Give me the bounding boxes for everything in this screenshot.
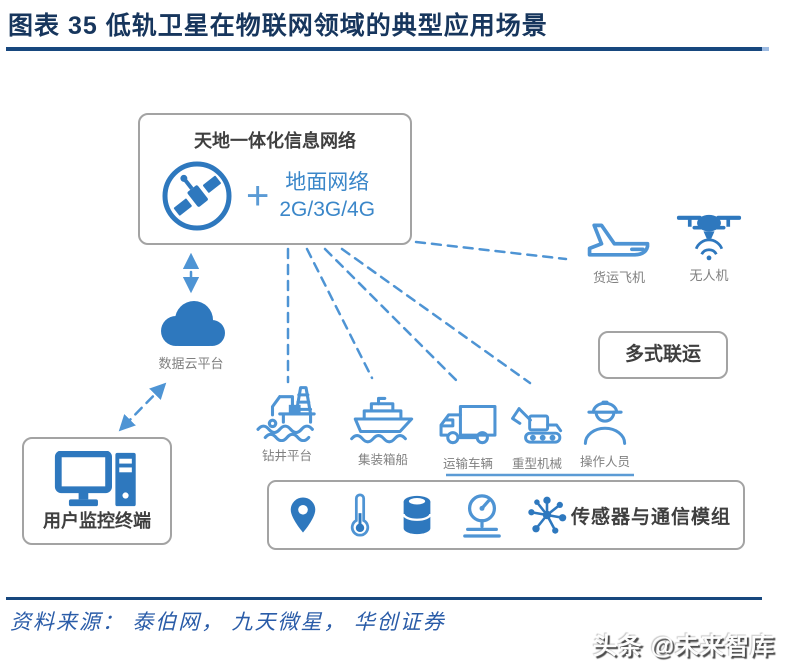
sensor-box-label: 传感器与通信模组 — [571, 506, 732, 528]
asset-label: 集装箱船 — [357, 453, 408, 467]
computer-icon — [24, 451, 170, 511]
asset-label: 运输车辆 — [442, 457, 493, 471]
worker-icon — [570, 390, 640, 448]
asset-label: 操作人员 — [579, 455, 630, 469]
location-pin-icon — [289, 495, 317, 535]
satellite-icon — [160, 159, 234, 233]
asset-label: 重型机械 — [511, 457, 562, 471]
oil-barrel-icon — [399, 494, 435, 536]
asset-operator: 操作人员 — [570, 390, 640, 470]
asset-transport-vehicle: 运输车辆 — [433, 392, 503, 472]
source-note: 资料来源： 泰伯网， 九天微星， 华创证券 — [10, 610, 446, 634]
pressure-gauge-icon — [461, 492, 503, 538]
ship-icon — [348, 388, 418, 446]
figure-title: 图表 35 低轨卫星在物联网领域的典型应用场景 — [8, 12, 548, 40]
excavator-icon — [502, 392, 572, 450]
ground-network-line2: 2G/3G/4G — [279, 198, 376, 221]
oil-rig-icon — [252, 384, 322, 442]
asset-container-ship: 集装箱船 — [348, 388, 418, 468]
line-network-excavator — [340, 247, 532, 385]
asset-heavy-machinery: 重型机械 — [502, 392, 572, 472]
watermark-text: 头条 @未来智库 — [592, 633, 775, 660]
cargo-plane-label: 货运飞机 — [592, 270, 645, 285]
asset-drilling-platform: 钻井平台 — [252, 384, 322, 464]
network-box-title: 天地一体化信息网络 — [194, 131, 356, 151]
multimodal-box: 多式联运 — [598, 331, 728, 379]
ground-network-line1: 地面网络 — [285, 171, 370, 194]
sensor-module-box: 传感器与通信模组 — [267, 480, 745, 550]
arrow-cloud-user — [118, 382, 167, 432]
plus-sign: + — [246, 174, 270, 218]
cloud-icon — [153, 298, 229, 346]
footer-divider — [6, 597, 762, 600]
line-network-ship — [305, 247, 374, 380]
plane-icon — [581, 218, 657, 257]
title-divider — [6, 47, 769, 51]
sensor-network-icon — [525, 493, 569, 537]
asset-label: 钻井平台 — [261, 449, 312, 463]
line-network-truck — [323, 247, 458, 382]
integrated-network-box: 天地一体化信息网络 + 地面网络 2G/3G/4G — [138, 113, 412, 245]
cargo-plane-node: 货运飞机 — [580, 218, 658, 286]
user-terminal-label: 用户监控终端 — [43, 511, 151, 531]
drone-node: 无人机 — [675, 208, 743, 284]
multimodal-label: 多式联运 — [624, 344, 701, 365]
data-cloud-node: 数据云平台 — [152, 298, 230, 372]
line-network-aircraft — [414, 240, 568, 261]
drone-icon — [676, 208, 742, 261]
cloud-label: 数据云平台 — [158, 356, 224, 371]
ground-network-text: 地面网络 2G/3G/4G — [279, 169, 375, 223]
user-terminal-box: 用户监控终端 — [22, 437, 172, 545]
thermometer-icon — [348, 493, 372, 537]
drone-label: 无人机 — [689, 268, 729, 283]
truck-icon — [433, 392, 503, 450]
